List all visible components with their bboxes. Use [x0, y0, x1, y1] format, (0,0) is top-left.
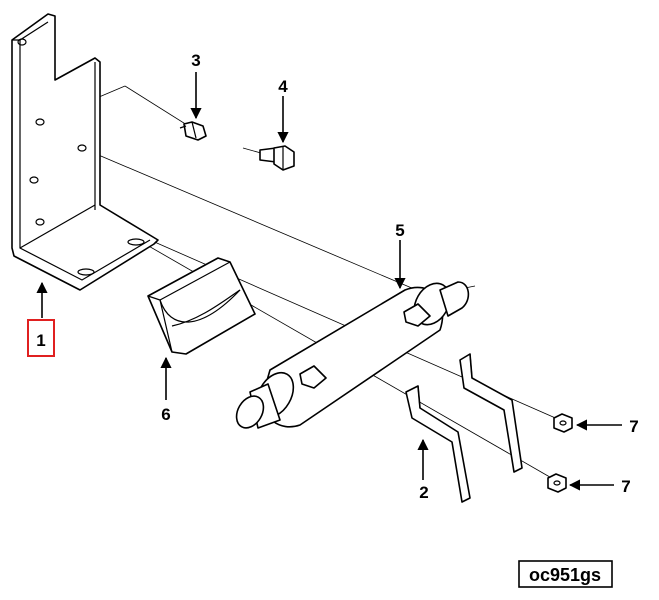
mounting-strap-front: [405, 385, 471, 503]
callout-arrows: [36, 72, 622, 491]
callout-1: 1: [36, 331, 45, 350]
callout-3: 3: [191, 51, 200, 70]
callout-4: 4: [278, 77, 288, 96]
muffler-canister: [235, 281, 470, 429]
callout-6: 6: [161, 405, 170, 424]
callout-highlight-box: [27, 319, 55, 357]
mounting-strap-rear: [459, 353, 523, 473]
bolt-4: [259, 145, 295, 171]
callout-2: 2: [419, 483, 428, 502]
mounting-bracket: [11, 13, 159, 291]
figure-code-box: [518, 560, 613, 588]
nut-7-upper: [553, 413, 573, 433]
callout-7-lower: 7: [621, 477, 630, 496]
callout-7-upper: 7: [629, 417, 638, 436]
figure-code: oc951gs: [529, 565, 601, 585]
nut-7-lower: [547, 473, 567, 493]
callout-5: 5: [395, 221, 404, 240]
saddle-block: [147, 257, 256, 355]
bolt-3: [179, 121, 207, 141]
